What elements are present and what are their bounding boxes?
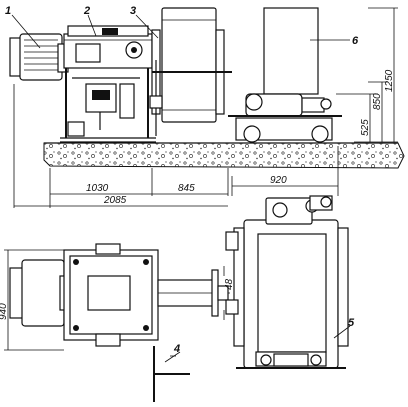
- gearbox-housing: [63, 25, 153, 69]
- electric-motor: [9, 33, 69, 81]
- leader-4: [164, 351, 181, 363]
- dim-525: 525: [360, 119, 371, 136]
- callout-4: 4: [173, 343, 180, 355]
- plan-view: 4 940 48: [0, 243, 235, 402]
- plan-gearbox: [63, 243, 159, 347]
- side-view: 1 2 3 6 1030 845 2085 920 525 850 1250: [5, 5, 405, 208]
- dim-1030: 1030: [86, 183, 109, 194]
- leader-5: [333, 325, 351, 339]
- dim-850: 850: [372, 93, 383, 110]
- dim-845: 845: [178, 183, 195, 194]
- callout-1: 1: [5, 5, 11, 17]
- dim-1250: 1250: [384, 69, 395, 92]
- trolley-winch: [228, 93, 342, 143]
- callout-2: 2: [83, 5, 90, 17]
- crank-handle: [153, 346, 190, 402]
- stand-frame: [60, 68, 156, 143]
- dim-48: 48: [224, 278, 235, 290]
- end-view-panel: [257, 233, 327, 353]
- dim-2085: 2085: [103, 195, 127, 206]
- ground-foundation: [43, 142, 405, 169]
- side-view-dimensions: [13, 7, 398, 208]
- end-view: 5: [225, 195, 355, 369]
- callout-5: 5: [348, 317, 355, 329]
- dim-940: 940: [0, 303, 9, 320]
- callout-leaders-top: [11, 14, 350, 49]
- cable-drum: [149, 7, 232, 136]
- plan-shaft-flange: [211, 269, 219, 317]
- dim-920: 920: [270, 175, 287, 186]
- plan-motor-body: [21, 259, 65, 327]
- lifted-object: [263, 7, 319, 95]
- callout-6: 6: [352, 35, 359, 47]
- callout-3: 3: [130, 5, 136, 17]
